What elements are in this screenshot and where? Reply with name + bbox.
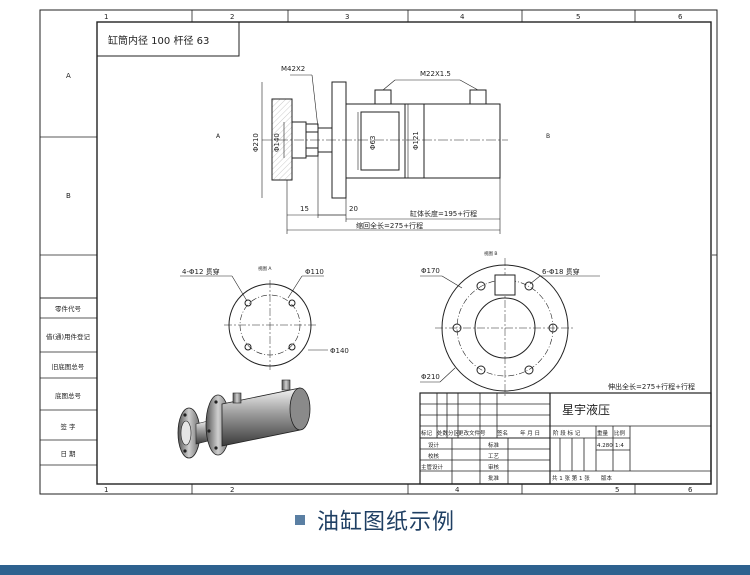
svg-text:B: B — [546, 133, 550, 140]
col-label: 4 — [455, 486, 460, 494]
caption-text: 油缸图纸示例 — [316, 510, 455, 535]
outer-frame — [39, 9, 718, 495]
svg-text:校核: 校核 — [428, 452, 440, 460]
view-arrows: A B — [216, 133, 550, 140]
col-label: 6 — [688, 486, 693, 494]
side-record-labels: 零件代号 借(通)用件登记 旧底图总号 底图总号 签 字 日 期 — [46, 304, 91, 458]
view-b-leaders — [420, 275, 600, 383]
svg-text:标准: 标准 — [488, 441, 500, 449]
view-b-dia-210: Φ210 — [421, 373, 440, 381]
col-label: 3 — [345, 13, 349, 21]
col-label: 5 — [576, 13, 580, 21]
thread-rod-label: M42X2 — [281, 65, 305, 73]
view-b-dia-170: Φ170 — [421, 267, 440, 275]
record-label: 零件代号 — [55, 304, 82, 313]
title-block-stage: 阶 段 标 记 重量 比例 4.280 1:4 — [553, 429, 626, 449]
record-label: 日 期 — [60, 450, 76, 458]
weight-value: 4.280 — [597, 443, 613, 449]
scale-value: 1:4 — [615, 443, 624, 449]
side-record-table — [40, 297, 97, 466]
record-label: 签 字 — [60, 422, 76, 431]
side-view-dimensions — [261, 74, 501, 234]
svg-text:批准: 批准 — [488, 474, 500, 482]
svg-text:分区: 分区 — [448, 429, 460, 437]
title-block-headers: 标记 处数 分区 更改文件号 签名 年 月 日 — [421, 429, 540, 437]
record-label: 旧底图总号 — [52, 362, 85, 371]
bottom-column-markers — [191, 484, 636, 494]
dim-20-label: 20 — [349, 205, 358, 213]
row-labels: A B — [66, 72, 71, 200]
svg-text:签名: 签名 — [497, 429, 508, 437]
body-length-label: 缸体长度=195+行程 — [410, 209, 477, 218]
side-view-labels: M42X2 M22X1.5 Φ210 Φ140 Φ63 Φ121 15 20 缸… — [252, 65, 477, 230]
col-label: 2 — [230, 486, 234, 494]
col-label: 1 — [104, 13, 108, 21]
col-label: 6 — [678, 13, 683, 21]
svg-text:标记: 标记 — [421, 429, 433, 437]
dim-15-label: 15 — [300, 205, 309, 213]
svg-text:更改文件号: 更改文件号 — [458, 429, 486, 437]
view-a-dia-110: Φ110 — [305, 268, 324, 276]
version-label: 版本 — [601, 474, 613, 482]
view-a-leaders — [180, 275, 328, 351]
col-label: 5 — [615, 486, 619, 494]
sheet-info: 共 1 张 第 1 张 — [552, 474, 590, 482]
extend-length-label: 伸出全长=275+行程+行程 — [608, 382, 695, 391]
svg-text:审核: 审核 — [488, 463, 500, 471]
title-note-box — [96, 21, 240, 57]
title-note: 缸筒内径 100 杆径 63 — [108, 34, 209, 47]
engineering-drawing: 1 2 3 4 5 6 1 2 4 5 6 A B 零件代号 借 — [39, 9, 718, 495]
view-b-labels: 视图 B 6-Φ18 贯穿 Φ170 Φ210 — [421, 250, 580, 381]
row-label: B — [66, 192, 71, 200]
record-label: 借(通)用件登记 — [46, 332, 91, 341]
side-view — [262, 81, 508, 199]
svg-text:A: A — [216, 133, 221, 140]
svg-text:处数: 处数 — [437, 429, 449, 437]
col-label: 4 — [460, 13, 465, 21]
top-column-markers — [191, 10, 636, 22]
caption-square-icon — [294, 515, 305, 525]
title-block — [419, 392, 712, 485]
col-label: 2 — [230, 13, 234, 21]
view-b-title: 视图 B — [484, 250, 498, 257]
svg-text:年 月 日: 年 月 日 — [520, 429, 540, 437]
col-label: 1 — [104, 486, 108, 494]
svg-text:重量: 重量 — [597, 429, 609, 437]
title-block-roles: 设计 校核 主管设计 标准 工艺 审核 批准 — [421, 441, 500, 482]
bottom-column-labels: 1 2 4 5 6 — [104, 486, 693, 494]
footer-bar — [0, 565, 750, 575]
view-a — [224, 280, 316, 370]
svg-text:阶 段 标 记: 阶 段 标 记 — [553, 429, 581, 437]
svg-text:主管设计: 主管设计 — [421, 463, 444, 471]
view-b-holes: 6-Φ18 贯穿 — [542, 267, 580, 276]
caption-row: 油缸图纸示例 — [0, 500, 750, 540]
thread-port-label: M22X1.5 — [420, 70, 451, 78]
top-column-labels: 1 2 3 4 5 6 — [104, 13, 683, 21]
view-a-dia-140: Φ140 — [330, 347, 349, 355]
record-label: 底图总号 — [55, 391, 82, 400]
company-name: 星宇液压 — [562, 402, 610, 417]
retract-length-label: 缩回全长=275+行程 — [356, 221, 423, 230]
view-b — [435, 258, 575, 398]
inner-frame — [96, 21, 712, 485]
isometric-view — [177, 379, 311, 459]
svg-text:设计: 设计 — [428, 441, 440, 449]
dia-63-label: Φ63 — [369, 136, 377, 150]
svg-text:工艺: 工艺 — [488, 453, 500, 460]
dia-210-label: Φ210 — [252, 133, 260, 152]
row-label: A — [66, 72, 71, 80]
view-a-title: 视图 A — [258, 265, 272, 272]
dia-140-label: Φ140 — [273, 133, 281, 152]
svg-text:比例: 比例 — [614, 429, 626, 437]
dia-121-label: Φ121 — [412, 131, 420, 150]
view-a-holes: 4-Φ12 贯穿 — [182, 267, 220, 276]
view-a-labels: 视图 A 4-Φ12 贯穿 Φ110 Φ140 — [182, 265, 349, 355]
